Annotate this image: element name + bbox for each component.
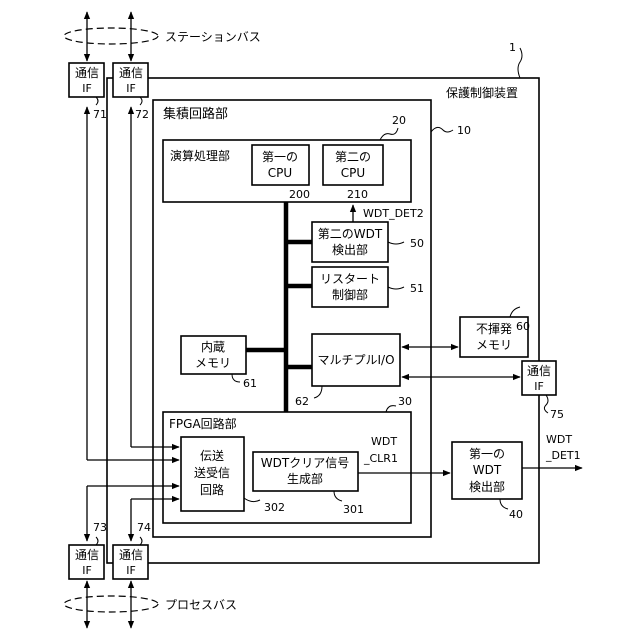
nonvolatile-memory-label-1: 不揮発 bbox=[476, 322, 512, 336]
ref-number-cpu2: 210 bbox=[347, 188, 368, 201]
internal-memory-label-1: 内蔵 bbox=[201, 340, 225, 354]
ref-number-comm73: 73 bbox=[93, 521, 107, 534]
comm-if-72-label-1: 通信 bbox=[119, 66, 143, 80]
comm-if-72-label-2: IF bbox=[126, 82, 136, 95]
integrated-circuit-label: 集積回路部 bbox=[163, 106, 228, 122]
ref-leader-comm71 bbox=[96, 97, 98, 105]
comm-if-75-label-2: IF bbox=[534, 380, 544, 393]
transmission-circuit-label-3: 回路 bbox=[200, 482, 224, 497]
ref-number-cpu1: 200 bbox=[289, 188, 310, 201]
ref-number-wdt2: 50 bbox=[410, 237, 424, 250]
second-cpu-label-1: 第二の bbox=[335, 150, 371, 164]
ref-leader-device bbox=[518, 48, 522, 78]
comm-if-74-label-2: IF bbox=[126, 564, 136, 577]
station-bus-label: ステーションバス bbox=[165, 30, 261, 44]
comm-if-73-label-1: 通信 bbox=[75, 548, 99, 562]
ref-number-wdt1: 40 bbox=[509, 508, 523, 521]
ref-number-memory: 61 bbox=[243, 377, 257, 390]
wdt-det1-label-1: WDT bbox=[546, 433, 572, 446]
second-wdt-detector-label-2: 検出部 bbox=[332, 242, 368, 257]
second-wdt-detector-label-1: 第二のWDT bbox=[318, 227, 383, 241]
first-cpu-label-1: 第一の bbox=[262, 150, 298, 164]
wdt-clear-generator-label-1: WDTクリア信号 bbox=[261, 456, 349, 470]
comm-if-71-label-1: 通信 bbox=[75, 66, 99, 80]
wdt-det2-label: WDT_DET2 bbox=[363, 207, 424, 220]
internal-memory-label-2: メモリ bbox=[195, 356, 231, 370]
ref-leader-comm73 bbox=[96, 537, 98, 545]
ref-number-trx: 302 bbox=[264, 501, 285, 514]
wdt-det1-label-2: _DET1 bbox=[545, 449, 581, 462]
wdt-clear-generator-label-2: 生成部 bbox=[287, 471, 323, 486]
nonvolatile-memory-label-2: メモリ bbox=[476, 338, 512, 352]
arithmetic-unit-label: 演算処理部 bbox=[170, 148, 230, 163]
ref-number-comm74: 74 bbox=[137, 521, 151, 534]
process-bus-label: プロセスバス bbox=[165, 598, 237, 612]
ref-number-ic: 10 bbox=[457, 124, 471, 137]
transmission-circuit-label-1: 伝送 bbox=[200, 448, 224, 463]
first-cpu-label-2: CPU bbox=[268, 166, 292, 180]
ref-leader-comm75 bbox=[544, 395, 548, 413]
first-wdt-detector-label-1: 第一の bbox=[469, 447, 505, 461]
ref-number-restart: 51 bbox=[410, 282, 424, 295]
ref-number-device: 1 bbox=[509, 41, 516, 54]
ref-number-arith: 20 bbox=[392, 114, 406, 127]
ref-number-comm71: 71 bbox=[93, 108, 107, 121]
protection-device-label: 保護制御装置 bbox=[446, 85, 518, 100]
ref-number-comm72: 72 bbox=[135, 108, 149, 121]
station-bus-ellipse bbox=[64, 28, 158, 44]
comm-if-73-label-2: IF bbox=[82, 564, 92, 577]
first-wdt-detector-label-3: 検出部 bbox=[469, 479, 505, 494]
restart-controller-label-1: リスタート bbox=[320, 272, 380, 286]
second-cpu-label-2: CPU bbox=[341, 166, 365, 180]
comm-if-71-label-2: IF bbox=[82, 82, 92, 95]
ref-number-wdtclr: 301 bbox=[343, 503, 364, 516]
multiple-io-label: マルチプルI/O bbox=[317, 353, 394, 367]
ref-number-mux: 62 bbox=[295, 395, 309, 408]
process-bus-ellipse bbox=[64, 596, 158, 612]
ref-number-nvmem: 60 bbox=[516, 320, 530, 333]
fpga-circuit-label: FPGA回路部 bbox=[169, 416, 237, 431]
first-wdt-detector-label-2: WDT bbox=[473, 463, 502, 477]
comm-if-74-label-1: 通信 bbox=[119, 548, 143, 562]
ref-number-comm75: 75 bbox=[550, 408, 564, 421]
transmission-circuit-label-2: 送受信 bbox=[194, 465, 230, 480]
ref-number-fpga: 30 bbox=[398, 395, 412, 408]
wdt-clr1-label-1: WDT bbox=[371, 435, 397, 448]
comm-if-75-label-1: 通信 bbox=[527, 364, 551, 378]
wdt-clr1-label-2: _CLR1 bbox=[363, 452, 398, 465]
restart-controller-label-2: 制御部 bbox=[332, 287, 368, 302]
